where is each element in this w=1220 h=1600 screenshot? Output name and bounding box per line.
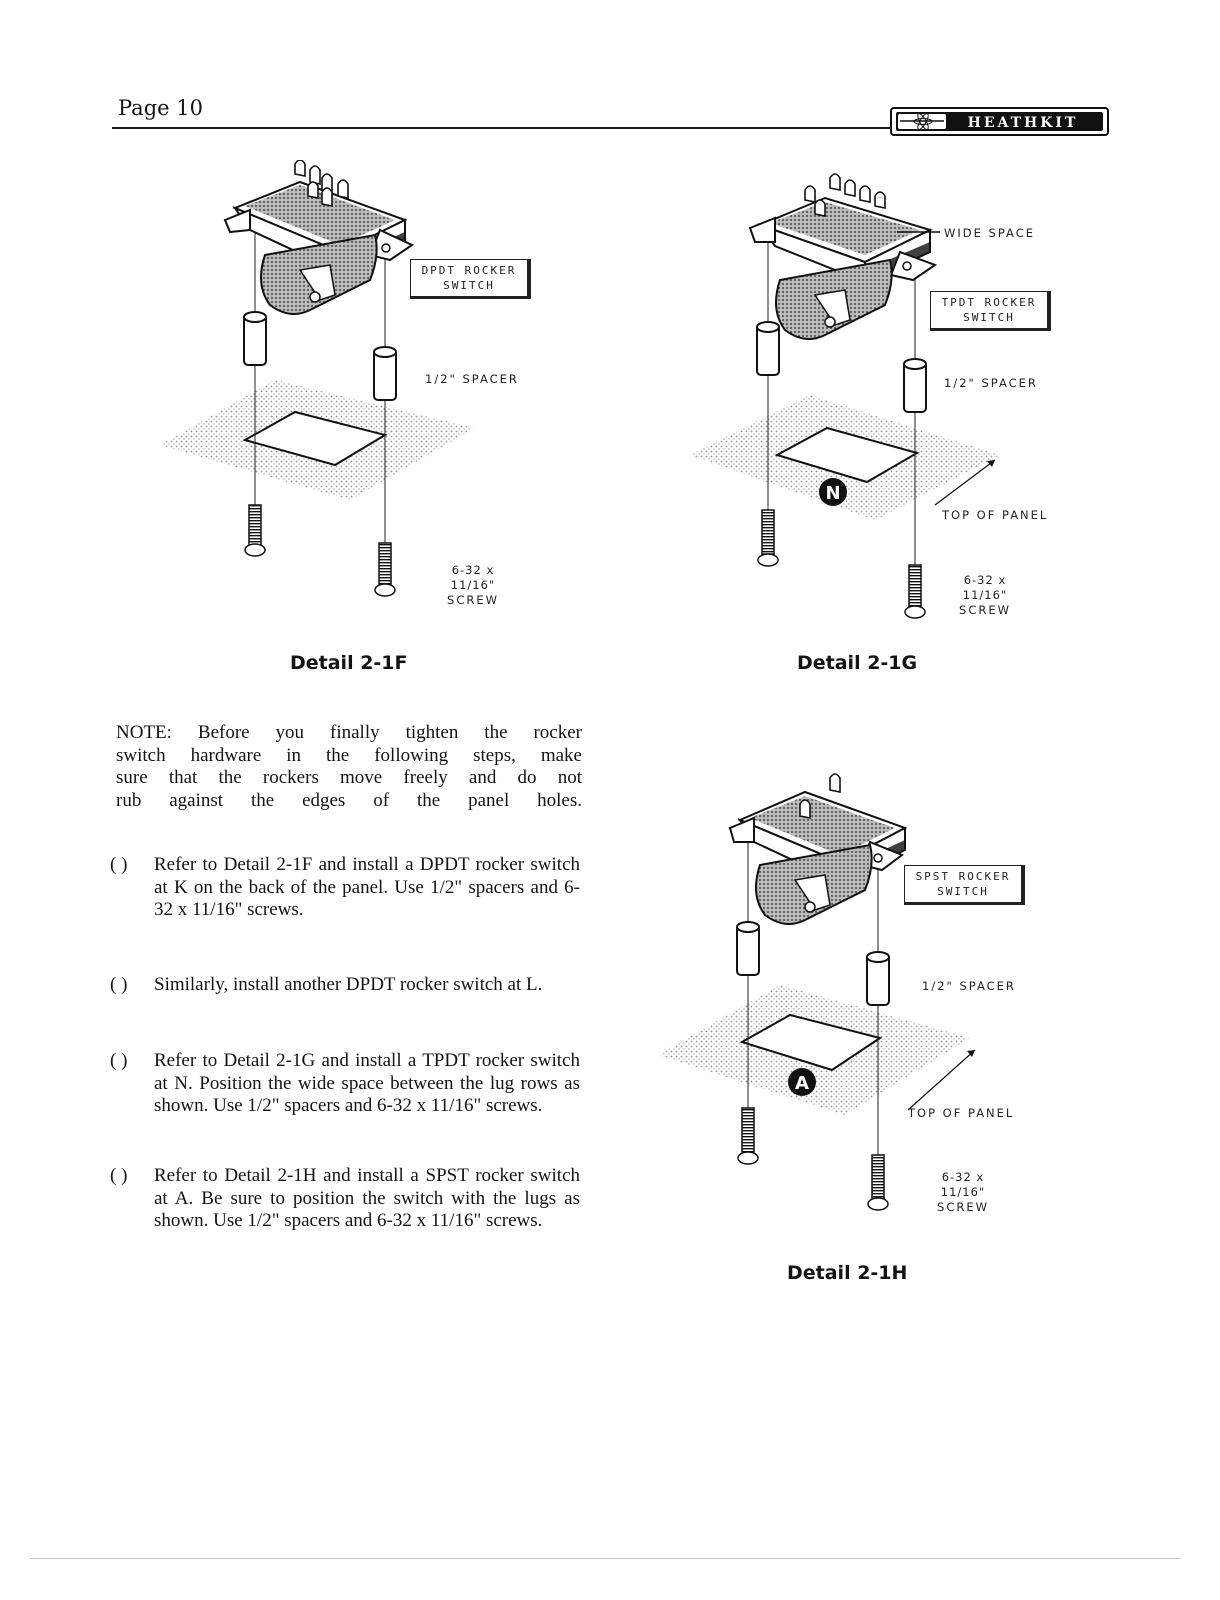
screw-label-h-line2: SCREW [937, 1200, 989, 1214]
screw-label-g: 6-32 x 11/16" SCREW [940, 573, 1030, 618]
panel-label-h: TOP OF PANEL [908, 1106, 1015, 1120]
step-1: ( ) Refer to Detail 2-1F and install a D… [110, 854, 580, 922]
note-paragraph: NOTE: Before you finally tighten the roc… [116, 722, 582, 812]
caption-detail-2-1h: Detail 2-1H [787, 1262, 908, 1284]
screw-label-f-line2: SCREW [447, 593, 499, 607]
atom-icon [913, 113, 933, 130]
marker-n: N [825, 483, 840, 504]
heathkit-logo: HEATHKIT [890, 107, 1109, 136]
bottom-rule [30, 1558, 1180, 1559]
screw-label-g-line2: SCREW [959, 603, 1011, 617]
wide-space-label: WIDE SPACE [944, 226, 1035, 240]
step-4-text: Refer to Detail 2-1H and install a SPST … [154, 1165, 580, 1231]
dpdt-rocker-switch-label: DPDT ROCKER SWITCH [410, 259, 531, 299]
step-2: ( ) Similarly, install another DPDT rock… [110, 974, 580, 997]
step-3-checkbox[interactable]: ( ) [110, 1050, 128, 1071]
step-4: ( ) Refer to Detail 2-1H and install a S… [110, 1165, 580, 1233]
step-2-text: Similarly, install another DPDT rocker s… [154, 974, 543, 995]
spacer-label-h: 1/2" SPACER [922, 979, 1016, 993]
screw-label-h-line1: 6-32 x 11/16" [940, 1170, 986, 1199]
note-line-1: NOTE: Before you finally tighten the roc… [116, 722, 582, 743]
step-2-checkbox[interactable]: ( ) [110, 974, 128, 995]
detail-2-1g-diagram: N [690, 173, 1000, 619]
spacer-label-g: 1/2" SPACER [944, 376, 1038, 390]
panel-label-g: TOP OF PANEL [942, 508, 1049, 522]
dpdt-label-line2: SWITCH [443, 279, 495, 292]
screw-label-h: 6-32 x 11/16" SCREW [918, 1170, 1008, 1215]
caption-detail-2-1g: Detail 2-1G [797, 652, 918, 674]
step-3-text: Refer to Detail 2-1G and install a TPDT … [154, 1050, 580, 1116]
detail-2-1h-diagram: A [658, 773, 976, 1211]
marker-a-circle [788, 1068, 816, 1096]
spst-rocker-switch-label: SPST ROCKER SWITCH [904, 865, 1025, 905]
brand-name: HEATHKIT [968, 115, 1079, 131]
marker-a: A [795, 1073, 809, 1094]
note-line-4: rub against the edges of the panel holes… [116, 789, 582, 811]
tpdt-label-line1: TPDT ROCKER [941, 296, 1037, 309]
detail-2-1f-diagram [160, 160, 475, 597]
screw-label-f: 6-32 x 11/16" SCREW [428, 563, 518, 608]
spst-label-line1: SPST ROCKER [915, 870, 1011, 883]
dpdt-label-line1: DPDT ROCKER [421, 264, 517, 277]
screw-label-f-line1: 6-32 x 11/16" [450, 563, 496, 592]
note-line-2: switch hardware in the following steps, … [116, 744, 582, 766]
step-1-text: Refer to Detail 2-1F and install a DPDT … [154, 854, 580, 920]
spst-label-line2: SWITCH [937, 885, 989, 898]
tpdt-rocker-switch-label: TPDT ROCKER SWITCH [930, 291, 1051, 331]
marker-n-circle [819, 478, 847, 506]
note-line-3: sure that the rockers move freely and do… [116, 767, 582, 788]
step-3: ( ) Refer to Detail 2-1G and install a T… [110, 1050, 580, 1118]
spacer-label-f: 1/2" SPACER [425, 372, 519, 386]
header-rule [112, 127, 1012, 129]
step-4-checkbox[interactable]: ( ) [110, 1165, 128, 1186]
tpdt-label-line2: SWITCH [963, 311, 1015, 324]
step-1-checkbox[interactable]: ( ) [110, 854, 128, 875]
page-number: Page 10 [118, 96, 203, 120]
screw-label-g-line1: 6-32 x 11/16" [962, 573, 1008, 602]
caption-detail-2-1f: Detail 2-1F [290, 652, 408, 674]
